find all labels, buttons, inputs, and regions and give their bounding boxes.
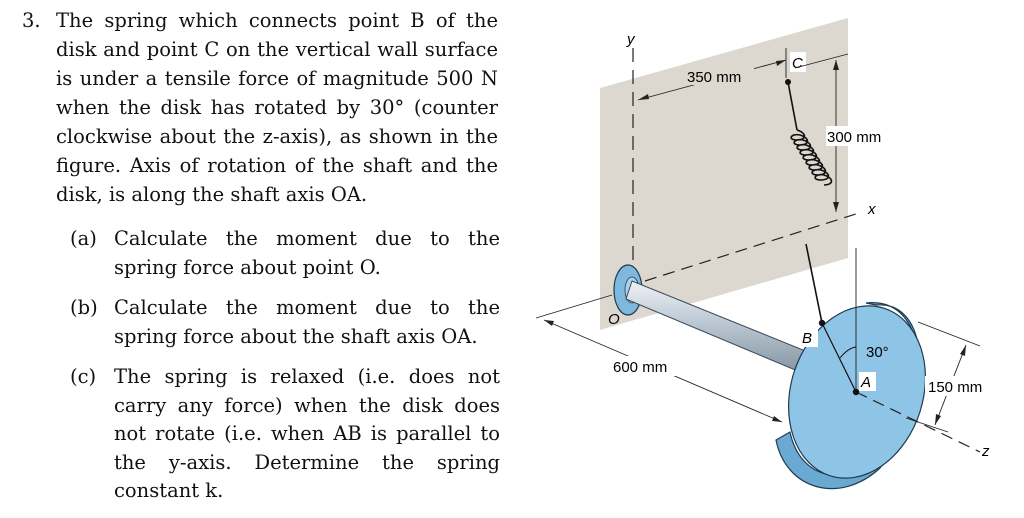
figure: y x 350 mm C 300 mm 600 mm bbox=[520, 0, 1024, 513]
problem-parts: (a) Calculate the moment due to the spri… bbox=[70, 225, 500, 506]
dim-600-arrow-right bbox=[772, 416, 782, 422]
angle-label: 30° bbox=[866, 344, 889, 361]
dim-600-label-bg bbox=[610, 356, 682, 376]
point-c-label-box bbox=[790, 52, 806, 72]
radius-ab bbox=[821, 322, 857, 393]
point-c-label: C bbox=[792, 55, 803, 72]
problem-block: 3. The spring which connects point B of … bbox=[22, 6, 502, 209]
part-c-label: (c) bbox=[70, 365, 97, 388]
dim-600-arrow-left bbox=[544, 320, 554, 326]
point-a-label: A bbox=[860, 374, 871, 391]
spring-coil bbox=[790, 129, 833, 186]
part-b-label: (b) bbox=[70, 296, 98, 319]
point-o-label: O bbox=[608, 311, 620, 328]
dim-150-arrow-top bbox=[960, 345, 966, 356]
point-a-label-box bbox=[859, 372, 876, 391]
part-c: (c) The spring is relaxed (i.e. does not… bbox=[70, 363, 500, 506]
dim-150-ext-top bbox=[917, 321, 981, 347]
point-c-dot bbox=[785, 79, 791, 85]
figure-svg: y x 350 mm C 300 mm 600 mm bbox=[535, 18, 995, 490]
dim-350-arrow-left bbox=[638, 94, 649, 100]
dim-300-label-bg bbox=[826, 126, 894, 146]
part-a: (a) Calculate the moment due to the spri… bbox=[70, 225, 500, 282]
dim-600-ext-left bbox=[535, 294, 613, 319]
point-b-label-box bbox=[800, 328, 818, 347]
dim-150-ext-bottom bbox=[905, 417, 949, 433]
point-b-dot bbox=[818, 319, 826, 327]
point-a-dot bbox=[852, 388, 860, 396]
dim-350-label-bg bbox=[684, 67, 754, 85]
y-axis-label: y bbox=[626, 31, 636, 48]
angle-arc bbox=[839, 346, 857, 359]
dim-300-label: 300 mm bbox=[827, 129, 881, 146]
spring-lower-wire bbox=[805, 243, 823, 324]
dim-300-ext-top bbox=[794, 53, 849, 69]
dim-350-label: 350 mm bbox=[687, 69, 741, 86]
dim-150-label-bg bbox=[925, 376, 995, 396]
dim-150-label: 150 mm bbox=[928, 379, 982, 396]
problem-number: 3. bbox=[22, 9, 41, 32]
dim-300-arrow-top bbox=[833, 60, 839, 70]
x-axis-label: x bbox=[867, 201, 876, 218]
dim-150-arrow-bottom bbox=[935, 414, 941, 425]
part-a-label: (a) bbox=[70, 227, 97, 250]
part-a-text: Calculate the moment due to the spring f… bbox=[114, 227, 500, 279]
part-b: (b) Calculate the moment due to the spri… bbox=[70, 294, 500, 351]
dim-600-label: 600 mm bbox=[613, 359, 667, 376]
dim-300-arrow-bottom bbox=[833, 202, 839, 212]
z-axis-label: z bbox=[981, 443, 990, 460]
point-b-label: B bbox=[802, 330, 812, 347]
spring-upper-wire bbox=[787, 81, 798, 131]
part-b-text: Calculate the moment due to the spring f… bbox=[114, 296, 500, 348]
part-c-text: The spring is relaxed (i.e. does not car… bbox=[114, 365, 500, 502]
problem-text-column: 3. The spring which connects point B of … bbox=[22, 6, 502, 518]
problem-statement: The spring which connects point B of the… bbox=[56, 9, 498, 206]
wall-plane bbox=[600, 18, 848, 330]
dim-350-arrow-right bbox=[776, 60, 786, 66]
